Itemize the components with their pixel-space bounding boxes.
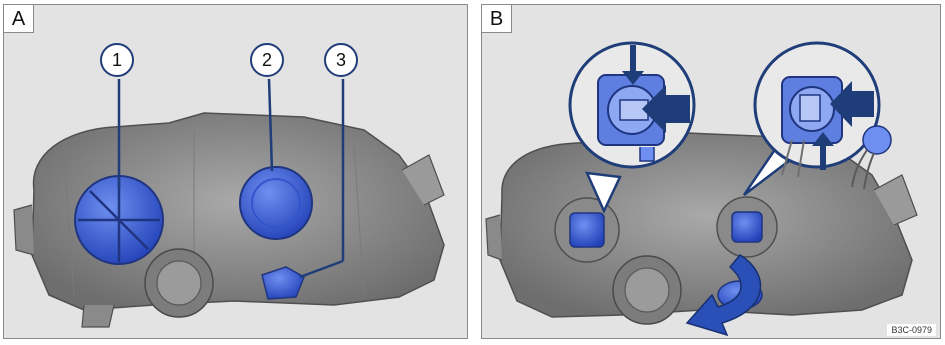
- figure-code: B3C-0979: [887, 324, 936, 336]
- callout-3: 3: [324, 43, 358, 77]
- callout-1: 1: [100, 43, 134, 77]
- round-reflector-housing: [613, 256, 681, 324]
- panel-a-headlight-rear-view: A 1 2 3: [3, 4, 468, 339]
- round-reflector-housing: [145, 249, 213, 317]
- headlight-housing-illustration-b: [482, 5, 941, 339]
- panel-label-a: A: [4, 5, 34, 33]
- low-beam-cover-cap: [75, 176, 163, 264]
- low-beam-bulb-socket-installed: [555, 198, 619, 262]
- panel-label-b: B: [482, 5, 512, 33]
- panel-b-bulb-removal-detail: B B3C-0979: [481, 4, 941, 339]
- headlight-housing-illustration-a: [4, 5, 468, 339]
- high-beam-bulb-socket-installed: [717, 197, 777, 257]
- high-beam-cover-cap: [240, 167, 312, 239]
- callout-2: 2: [250, 43, 284, 77]
